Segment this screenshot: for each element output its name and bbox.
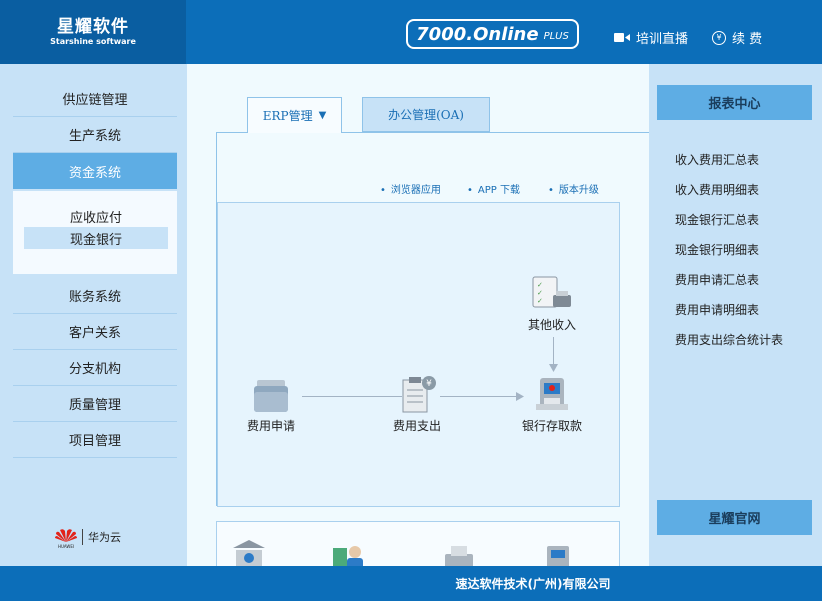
connector-income-to-bank — [553, 337, 554, 367]
renew-label: 续 费 — [732, 32, 763, 47]
sidebar-item-funds[interactable]: 资金系统 — [13, 153, 177, 189]
other-income-label: 其他收入 — [528, 318, 577, 332]
svg-text:✓: ✓ — [537, 289, 543, 297]
module-icon-strip — [216, 521, 620, 566]
sidebar-item-production[interactable]: 生产系统 — [13, 117, 177, 153]
huawei-logo-icon — [55, 529, 77, 542]
tab-erp[interactable]: ERP管理 ▼ — [247, 97, 342, 133]
folder-icon — [254, 380, 288, 412]
version-badge: 7000.Online PLUS — [406, 19, 579, 49]
svg-text:✓: ✓ — [537, 297, 543, 305]
version-plus: PLUS — [543, 30, 569, 42]
erp-panel-frame — [216, 132, 649, 506]
flow-diagram — [217, 202, 620, 507]
logo-subtext: Starshine software — [50, 37, 136, 46]
transfer-person-icon[interactable] — [331, 540, 367, 566]
company-name: 速达软件技术(广州)有限公司 — [455, 577, 611, 591]
app-download-link[interactable]: APP 下载 — [467, 181, 520, 196]
fee-apply-label: 费用申请 — [247, 419, 296, 433]
submenu-item-cash-bank[interactable]: 现金银行 — [24, 227, 168, 249]
official-site-button[interactable]: 星耀官网 — [657, 500, 812, 535]
renew-icon: ¥ — [712, 30, 726, 45]
sidebar-item-project[interactable]: 项目管理 — [13, 422, 177, 458]
invoice-icon: ¥ — [402, 376, 436, 413]
svg-text:✓: ✓ — [537, 281, 543, 289]
version-name: 7000.Online — [416, 23, 539, 45]
tab-erp-label: ERP管理 — [262, 109, 313, 123]
huawei-cloud-label: 华为云 — [88, 531, 121, 544]
flow-node-fee-expense[interactable]: ¥ 费用支出 — [393, 374, 441, 434]
tab-oa[interactable]: 办公管理(OA) — [362, 97, 490, 132]
fee-expense-label: 费用支出 — [393, 419, 442, 433]
footer-bar: 速达软件技术(广州)有限公司 — [0, 566, 822, 601]
atm-icon — [536, 378, 568, 410]
report-income-expense-summary[interactable]: 收入费用汇总表 — [675, 153, 760, 167]
sidebar-item-accounting[interactable]: 账务系统 — [13, 278, 177, 314]
training-live-link[interactable]: 培训直播 — [614, 28, 688, 47]
logo-text: 星耀软件 — [57, 17, 129, 37]
cash-register-icon[interactable] — [441, 540, 477, 566]
submenu-item-receivable-payable[interactable]: 应收应付 — [69, 210, 122, 226]
report-fee-expense-stats[interactable]: 费用支出综合统计表 — [675, 333, 784, 347]
training-live-label: 培训直播 — [636, 32, 689, 47]
flow-node-bank[interactable]: 银行存取款 — [522, 374, 582, 434]
top-header: 星耀软件 Starshine software 7000.Online PLUS… — [0, 0, 822, 64]
tab-oa-label: 办公管理(OA) — [388, 108, 464, 122]
huawei-wordmark: HUAWEI — [57, 544, 75, 549]
sidebar-item-supply-chain[interactable]: 供应链管理 — [13, 81, 177, 117]
report-center-header[interactable]: 报表中心 — [657, 85, 812, 120]
caret-down-icon: ▼ — [318, 110, 327, 121]
huawei-cloud-badge: HUAWEI 华为云 — [55, 525, 121, 549]
arrow-down-icon — [549, 364, 558, 372]
flow-node-fee-apply[interactable]: 费用申请 — [247, 378, 295, 434]
badge-divider — [82, 529, 83, 545]
video-camera-icon — [614, 33, 630, 42]
sidebar-item-branch[interactable]: 分支机构 — [13, 350, 177, 386]
report-income-expense-detail[interactable]: 收入费用明细表 — [675, 183, 760, 197]
bank-label: 银行存取款 — [522, 419, 583, 433]
bank-building-icon[interactable] — [231, 540, 267, 566]
browser-app-link[interactable]: 浏览器应用 — [380, 181, 441, 196]
sidebar-item-customer[interactable]: 客户关系 — [13, 314, 177, 350]
connector-apply-to-expense — [302, 396, 402, 397]
renew-link[interactable]: ¥ 续 费 — [712, 28, 762, 47]
svg-text:¥: ¥ — [426, 379, 432, 389]
sidebar-item-quality[interactable]: 质量管理 — [13, 386, 177, 422]
receipt-machine-icon: ✓ ✓ ✓ — [532, 276, 571, 308]
left-sidebar: 供应链管理 生产系统 资金系统 应收应付 现金银行 账务系统 客户关系 分支机构… — [0, 64, 187, 566]
funds-submenu: 应收应付 现金银行 — [13, 191, 177, 274]
connector-expense-to-bank — [440, 396, 520, 397]
report-cash-bank-summary[interactable]: 现金银行汇总表 — [675, 213, 760, 227]
brand-logo[interactable]: 星耀软件 Starshine software — [0, 0, 186, 64]
main-content: ERP管理 ▼ 办公管理(OA) 浏览器应用 APP 下载 版本升级 费用申请 … — [187, 64, 649, 566]
version-upgrade-link[interactable]: 版本升级 — [548, 181, 599, 196]
right-sidebar: 报表中心 收入费用汇总表 收入费用明细表 现金银行汇总表 现金银行明细表 费用申… — [649, 64, 822, 566]
report-fee-apply-summary[interactable]: 费用申请汇总表 — [675, 273, 760, 287]
arrow-right-icon — [516, 392, 524, 401]
report-cash-bank-detail[interactable]: 现金银行明细表 — [675, 243, 760, 257]
atm-card-icon[interactable] — [541, 540, 577, 566]
report-fee-apply-detail[interactable]: 费用申请明细表 — [675, 303, 760, 317]
flow-node-other-income[interactable]: ✓ ✓ ✓ 其他收入 — [528, 275, 576, 333]
